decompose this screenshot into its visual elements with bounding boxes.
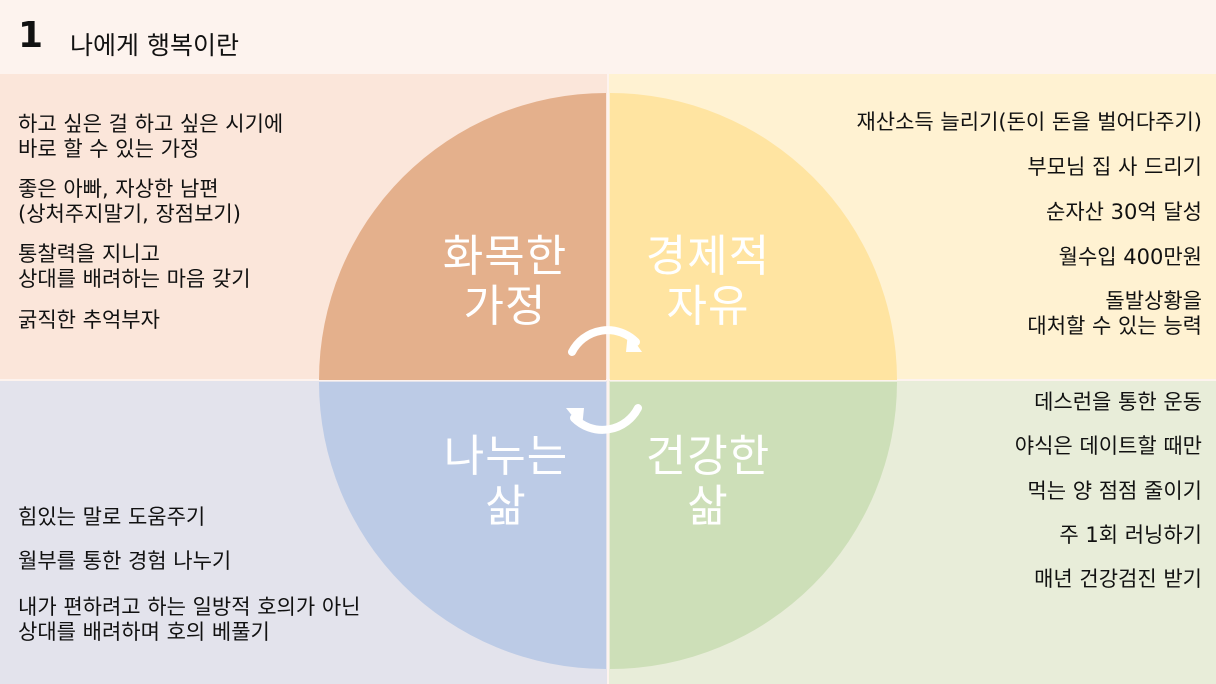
label-finance: 경제적 자유 — [608, 232, 808, 332]
slide-title: 나에게 행복이란 — [70, 31, 239, 60]
health-goal-item: 먹는 양 점점 줄이기 — [1027, 479, 1202, 503]
wedge-finance — [610, 93, 897, 380]
finance-goal-item: 재산소득 늘리기(돈이 돈을 벌어다주기) — [856, 110, 1202, 134]
sharing-goal-item: 힘있는 말로 도움주기 — [18, 505, 206, 529]
health-goal-item: 야식은 데이트할 때만 — [1014, 434, 1202, 458]
family-goal-item: 통찰력을 지니고 상대를 배려하는 마음 갖기 — [18, 242, 251, 291]
finance-goal-item: 돌발상황을 대처할 수 있는 능력 — [1027, 289, 1202, 338]
wedge-sharing — [319, 382, 606, 669]
wedge-family — [319, 93, 606, 380]
health-goal-item: 매년 건강검진 받기 — [1034, 567, 1202, 591]
finance-goal-item: 부모님 집 사 드리기 — [1027, 155, 1202, 179]
family-goal-item: 좋은 아빠, 자상한 남편 (상처주지말기, 장점보기) — [18, 177, 241, 226]
label-family-line1: 화목한 — [442, 231, 568, 282]
label-family: 화목한 가정 — [405, 232, 605, 332]
header-bar: 1 나에게 행복이란 — [0, 0, 1216, 74]
sharing-goal-item: 내가 편하려고 하는 일방적 호의가 아닌 상대를 배려하며 호의 베풀기 — [18, 595, 361, 644]
label-sharing-line1: 나누는 — [443, 431, 569, 482]
label-sharing-line2: 삶 — [485, 481, 527, 532]
label-health: 건강한 삶 — [608, 432, 808, 532]
label-health-line2: 삶 — [687, 481, 729, 532]
slide-number: 1 — [18, 15, 44, 56]
family-goal-item: 하고 싶은 걸 하고 싶은 시기에 바로 할 수 있는 가정 — [18, 112, 284, 161]
label-finance-line1: 경제적 — [645, 231, 771, 282]
label-sharing: 나누는 삶 — [406, 432, 606, 532]
sharing-goal-item: 월부를 통한 경험 나누기 — [18, 549, 232, 573]
wedge-health — [610, 382, 897, 669]
health-goal-item: 데스런을 통한 운동 — [1034, 390, 1202, 414]
label-health-line1: 건강한 — [645, 431, 771, 482]
health-goal-item: 주 1회 러닝하기 — [1059, 523, 1202, 547]
label-family-line2: 가정 — [463, 281, 547, 332]
label-finance-line2: 자유 — [666, 281, 750, 332]
finance-goal-item: 순자산 30억 달성 — [1046, 200, 1202, 224]
family-goal-item: 굵직한 추억부자 — [18, 308, 160, 332]
circular-arrows-icon — [566, 326, 642, 434]
finance-goal-item: 월수입 400만원 — [1058, 245, 1202, 269]
